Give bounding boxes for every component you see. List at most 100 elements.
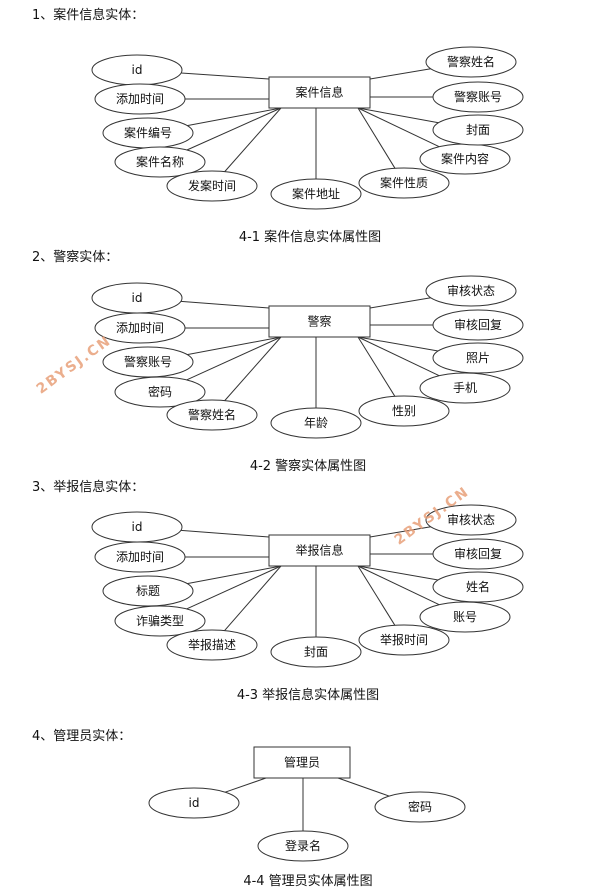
- attribute-label: 审核状态: [447, 283, 495, 298]
- attribute-label: 举报描述: [188, 637, 236, 652]
- connector-line: [357, 336, 440, 377]
- entity-label: 案件信息: [295, 85, 343, 100]
- attribute-label: 添加时间: [116, 321, 164, 335]
- attribute-ellipse: [432, 538, 524, 570]
- connector-line: [181, 72, 270, 80]
- attribute-label: 审核状态: [447, 512, 495, 527]
- attribute-label: 案件名称: [136, 154, 184, 169]
- attribute-ellipse: [432, 342, 524, 374]
- connector-line: [180, 529, 270, 538]
- attribute-ellipse: [102, 575, 194, 607]
- entity-box: [268, 534, 371, 567]
- connector-line: [187, 107, 282, 127]
- attribute-ellipse: [432, 571, 524, 603]
- section-4-heading: 4、管理员实体：: [32, 729, 132, 744]
- er-diagram-3: 举报信息 id 添加时间标题诈骗类型举报描述封面 举报时间 账号 姓名 审核回复 审核状态: [91, 504, 524, 668]
- attribute-ellipse: [166, 399, 258, 431]
- attribute-ellipse: [114, 605, 206, 637]
- connector-line: [224, 336, 282, 401]
- entity-box: [268, 305, 371, 338]
- entity-box: [268, 76, 371, 109]
- attribute-ellipse: [166, 170, 258, 202]
- connector-line: [357, 565, 439, 581]
- attribute-ellipse: [374, 791, 466, 823]
- attribute-ellipse: [358, 395, 450, 427]
- attribute-ellipse: [432, 114, 524, 146]
- attribute-label: 警察账号: [454, 89, 502, 104]
- attribute-label: id: [132, 520, 143, 534]
- attribute-ellipse: [270, 178, 362, 210]
- attribute-ellipse: [358, 624, 450, 656]
- attribute-ellipse: [166, 629, 258, 661]
- connector-line: [369, 526, 431, 538]
- attribute-label: id: [189, 796, 200, 810]
- connector-line: [337, 777, 390, 797]
- attribute-ellipse: [94, 83, 186, 115]
- attribute-ellipse: [358, 167, 450, 199]
- diagram-3-caption: 4-3 举报信息实体属性图: [236, 688, 380, 703]
- attribute-label: 性别: [392, 404, 416, 418]
- entity-label: 管理员: [284, 755, 320, 770]
- attribute-ellipse: [148, 787, 240, 819]
- connector-line: [357, 336, 396, 397]
- attribute-ellipse: [257, 830, 349, 862]
- attribute-ellipse: [102, 346, 194, 378]
- connector-line: [224, 777, 267, 793]
- diagram-2-caption: 4-2 警察实体属性图: [249, 459, 367, 474]
- connector-line: [224, 107, 282, 172]
- attribute-ellipse: [94, 312, 186, 344]
- entity-label: 警察: [307, 314, 331, 329]
- attribute-ellipse: [432, 81, 524, 113]
- connector-line: [180, 300, 270, 309]
- attribute-label: id: [132, 63, 143, 77]
- attribute-label: 案件地址: [292, 186, 340, 201]
- attribute-ellipse: [270, 407, 362, 439]
- attribute-label: id: [132, 291, 143, 305]
- connector-line: [357, 107, 440, 148]
- attribute-label: 添加时间: [116, 550, 164, 564]
- attribute-label: 登录名: [285, 838, 321, 853]
- attribute-label: 案件编号: [124, 125, 172, 140]
- attribute-label: 警察账号: [124, 354, 172, 369]
- connector-line: [357, 107, 439, 124]
- attribute-label: 手机: [453, 381, 477, 395]
- connector-line: [357, 565, 440, 606]
- entity-box: [253, 746, 351, 779]
- attribute-ellipse: [114, 146, 206, 178]
- attribute-ellipse: [425, 46, 517, 78]
- attribute-label: 封面: [466, 123, 490, 137]
- connector-line: [357, 336, 439, 352]
- connector-line: [224, 565, 282, 631]
- attribute-label: 标题: [136, 584, 160, 598]
- attribute-ellipse: [432, 309, 524, 341]
- attribute-label: 诈骗类型: [136, 613, 184, 628]
- section-3-heading: 3、举报信息实体：: [32, 480, 145, 495]
- connector-line: [187, 336, 282, 356]
- attribute-label: 审核回复: [454, 546, 502, 561]
- attribute-label: 账号: [453, 610, 477, 624]
- connector-line: [357, 565, 396, 626]
- entity-label: 举报信息: [295, 543, 343, 558]
- attribute-label: 警察姓名: [188, 407, 236, 422]
- attribute-label: 案件内容: [441, 151, 489, 166]
- attribute-label: 姓名: [466, 579, 490, 594]
- connector-line: [369, 297, 431, 309]
- attribute-ellipse: [270, 636, 362, 668]
- diagram-4-caption: 4-4 管理员实体属性图: [243, 874, 373, 889]
- connector-line: [186, 336, 282, 381]
- attribute-label: 年龄: [304, 416, 328, 430]
- attribute-label: 发案时间: [188, 178, 236, 193]
- attribute-label: 举报时间: [380, 632, 428, 647]
- attribute-label: 密码: [148, 384, 172, 399]
- connector-line: [186, 565, 282, 610]
- connector-line: [369, 68, 431, 80]
- connector-line: [187, 565, 282, 585]
- section-1-heading: 1、案件信息实体：: [32, 8, 145, 23]
- attribute-label: 封面: [304, 645, 328, 659]
- attribute-label: 添加时间: [116, 92, 164, 106]
- attribute-label: 警察姓名: [447, 54, 495, 69]
- connector-line: [186, 107, 282, 151]
